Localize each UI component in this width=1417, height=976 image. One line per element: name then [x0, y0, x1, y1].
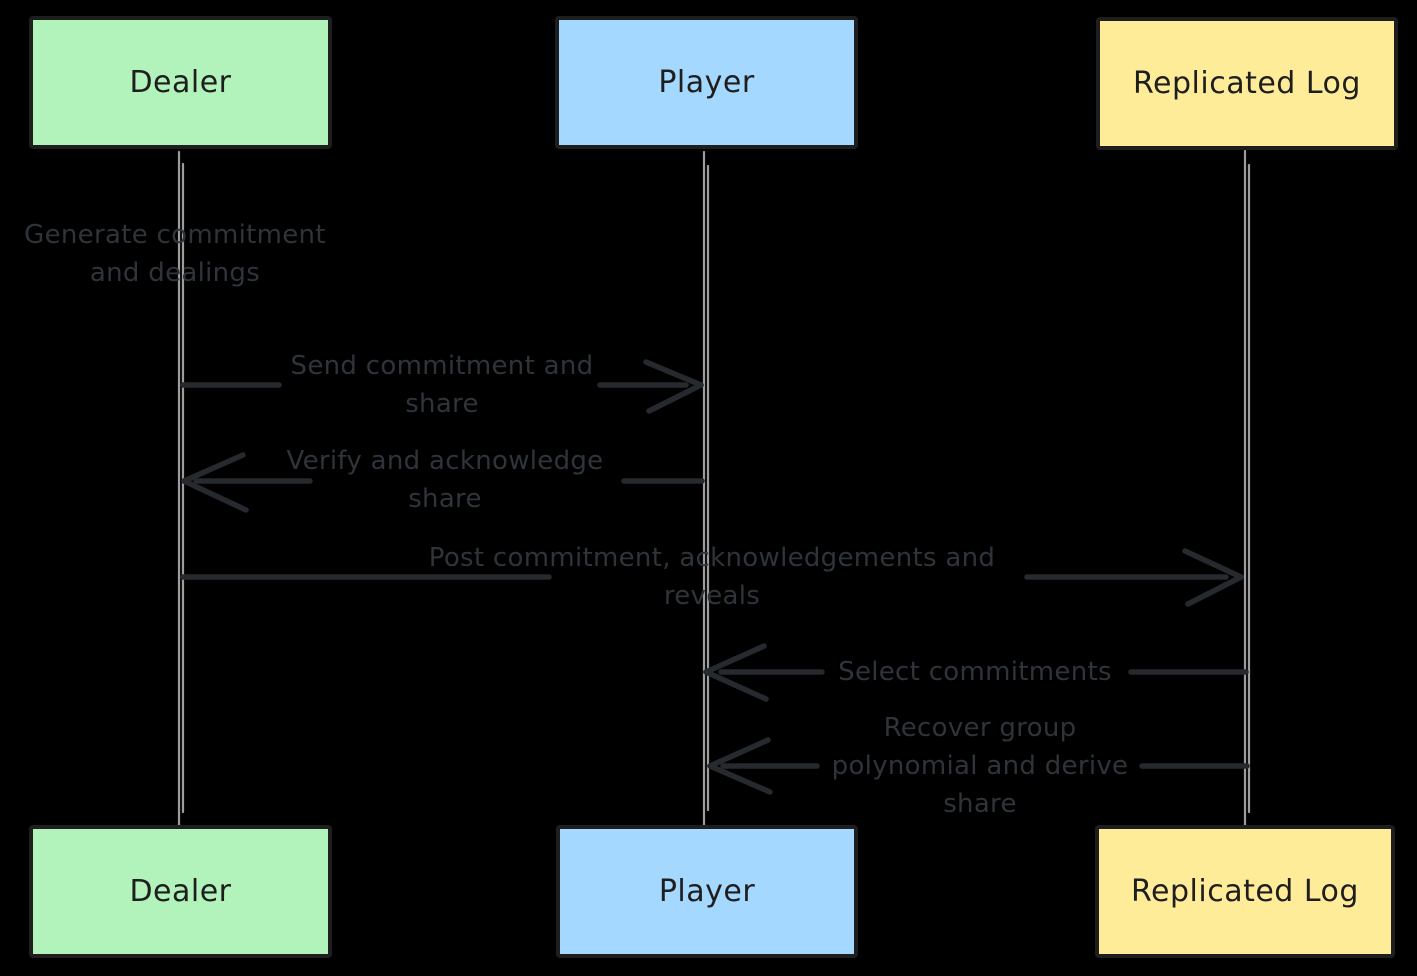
message-label-generate-commitment: Generate commitment and dealings: [24, 220, 326, 288]
message-label-send-commitment: Send commitment and share: [290, 351, 594, 419]
actor-label-replicated-log: Replicated Log: [1131, 874, 1359, 909]
actor-box-player-bottom: Player: [556, 825, 858, 958]
arrow-select-commitments: [703, 643, 1249, 702]
arrow-post-commitment-acknowledgements-reveals: [180, 548, 1244, 607]
arrow-verify-and-acknowledge-share: [181, 452, 705, 513]
message-label-post-commitment: Post commitment, acknowledgements and re…: [428, 543, 996, 611]
actor-label-player: Player: [658, 65, 755, 100]
message-label-verify-acknowledge: Verify and acknowledge share: [286, 446, 604, 514]
actor-label-dealer: Dealer: [129, 874, 232, 909]
actor-label-dealer: Dealer: [129, 65, 232, 100]
actor-label-player: Player: [658, 874, 756, 909]
arrow-send-commitment-and-share: [180, 359, 704, 414]
actor-label-replicated-log: Replicated Log: [1133, 66, 1361, 101]
lifeline-replicated-log: [1243, 149, 1251, 828]
actor-box-dealer-bottom: Dealer: [29, 825, 332, 958]
actor-box-player-top: Player: [555, 16, 858, 149]
actor-box-replicated-log-bottom: Replicated Log: [1095, 825, 1395, 958]
actor-box-dealer-top: Dealer: [29, 16, 332, 149]
lifeline-player: [702, 150, 710, 828]
message-label-recover-group: Recover group polynomial and derive shar…: [831, 713, 1129, 819]
arrow-recover-group-polynomial: [707, 737, 1250, 795]
lifeline-dealer: [177, 150, 185, 828]
message-label-select-commitments: Select commitments: [838, 657, 1112, 687]
actor-box-replicated-log-top: Replicated Log: [1096, 17, 1398, 150]
